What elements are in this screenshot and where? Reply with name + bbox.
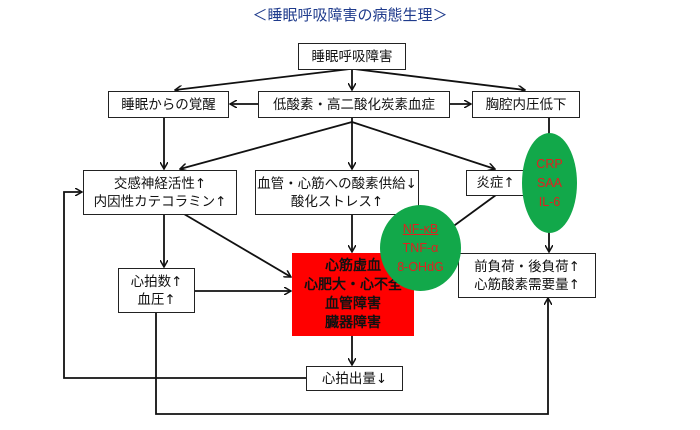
arrow-sas-to-arousal [175, 68, 351, 90]
node-hypoxia-label: 低酸素・高二酸化炭素血症 [273, 96, 435, 113]
node-cardiac-output-label: 心拍出量↓ [321, 370, 388, 387]
node-inflammation: 炎症↑ [466, 170, 525, 196]
node-cardiac-output: 心拍出量↓ [306, 366, 403, 391]
node-load-line2: 心筋酸素需要量↑ [474, 276, 580, 293]
feedback-output-to-sympathetic [63, 192, 306, 379]
marker-tnfa: TNF-α [402, 240, 439, 255]
node-outcomes-line3: 血管障害 [325, 295, 381, 312]
node-heart-rate-line2: 血圧↑ [137, 291, 176, 308]
node-arousal: 睡眠からの覚醒 [108, 91, 229, 118]
node-intrathoracic-label: 胸腔内圧低下 [485, 96, 567, 113]
arrow-hypoxia-to-sympathetic [180, 121, 353, 169]
node-outcomes-line1: 心筋虚血 [325, 257, 381, 274]
node-intrathoracic-pressure: 胸腔内圧低下 [472, 91, 580, 118]
node-heart-rate: 心拍数↑ 血圧↑ [118, 268, 195, 313]
node-cardiac-load: 前負荷・後負荷↑ 心筋酸素需要量↑ [458, 253, 596, 298]
node-oxygen-line1: 血管・心筋への酸素供給↓ [257, 175, 417, 192]
arrow-sas-to-intrathoracic [353, 68, 525, 90]
node-heart-rate-line1: 心拍数↑ [130, 273, 183, 290]
marker-nfkb: NF-κB [402, 221, 439, 236]
node-sympathetic-line2: 内因性カテコラミン↑ [93, 193, 227, 210]
node-outcomes-line2: 心肥大・心不全 [304, 276, 402, 293]
marker-8ohdg: 8-OHdG [397, 259, 444, 274]
arrow-sympathetic-to-outcomes [183, 213, 291, 278]
node-outcomes-line4: 臓器障害 [325, 314, 381, 331]
marker-ellipse-nfkb: NF-κB TNF-α 8-OHdG [380, 205, 461, 291]
marker-crp: CRP [536, 156, 563, 171]
node-sleep-apnea: 睡眠呼吸障害 [298, 43, 406, 70]
feedback-heartrate-to-load [155, 298, 548, 415]
node-arousal-label: 睡眠からの覚醒 [121, 96, 216, 113]
marker-saa: SAA [536, 175, 562, 190]
arrow-hypoxia-to-inflammation [351, 121, 495, 169]
marker-il6: IL-6 [538, 194, 561, 209]
node-oxygen-supply: 血管・心筋への酸素供給↓ 酸化ストレス↑ [255, 170, 419, 215]
node-load-line1: 前負荷・後負荷↑ [474, 258, 580, 275]
node-sympathetic: 交感神経活性↑ 内因性カテコラミン↑ [83, 170, 237, 215]
node-hypoxia-hypercapnia: 低酸素・高二酸化炭素血症 [258, 91, 450, 118]
diagram-title: ＜睡眠呼吸障害の病態生理＞ [252, 6, 448, 24]
node-inflammation-label: 炎症↑ [476, 175, 515, 191]
node-sleep-apnea-label: 睡眠呼吸障害 [311, 48, 393, 65]
marker-ellipse-crp: CRP SAA IL-6 [522, 133, 577, 233]
node-oxygen-line2: 酸化ストレス↑ [290, 193, 384, 210]
node-sympathetic-line1: 交感神経活性↑ [113, 175, 207, 192]
